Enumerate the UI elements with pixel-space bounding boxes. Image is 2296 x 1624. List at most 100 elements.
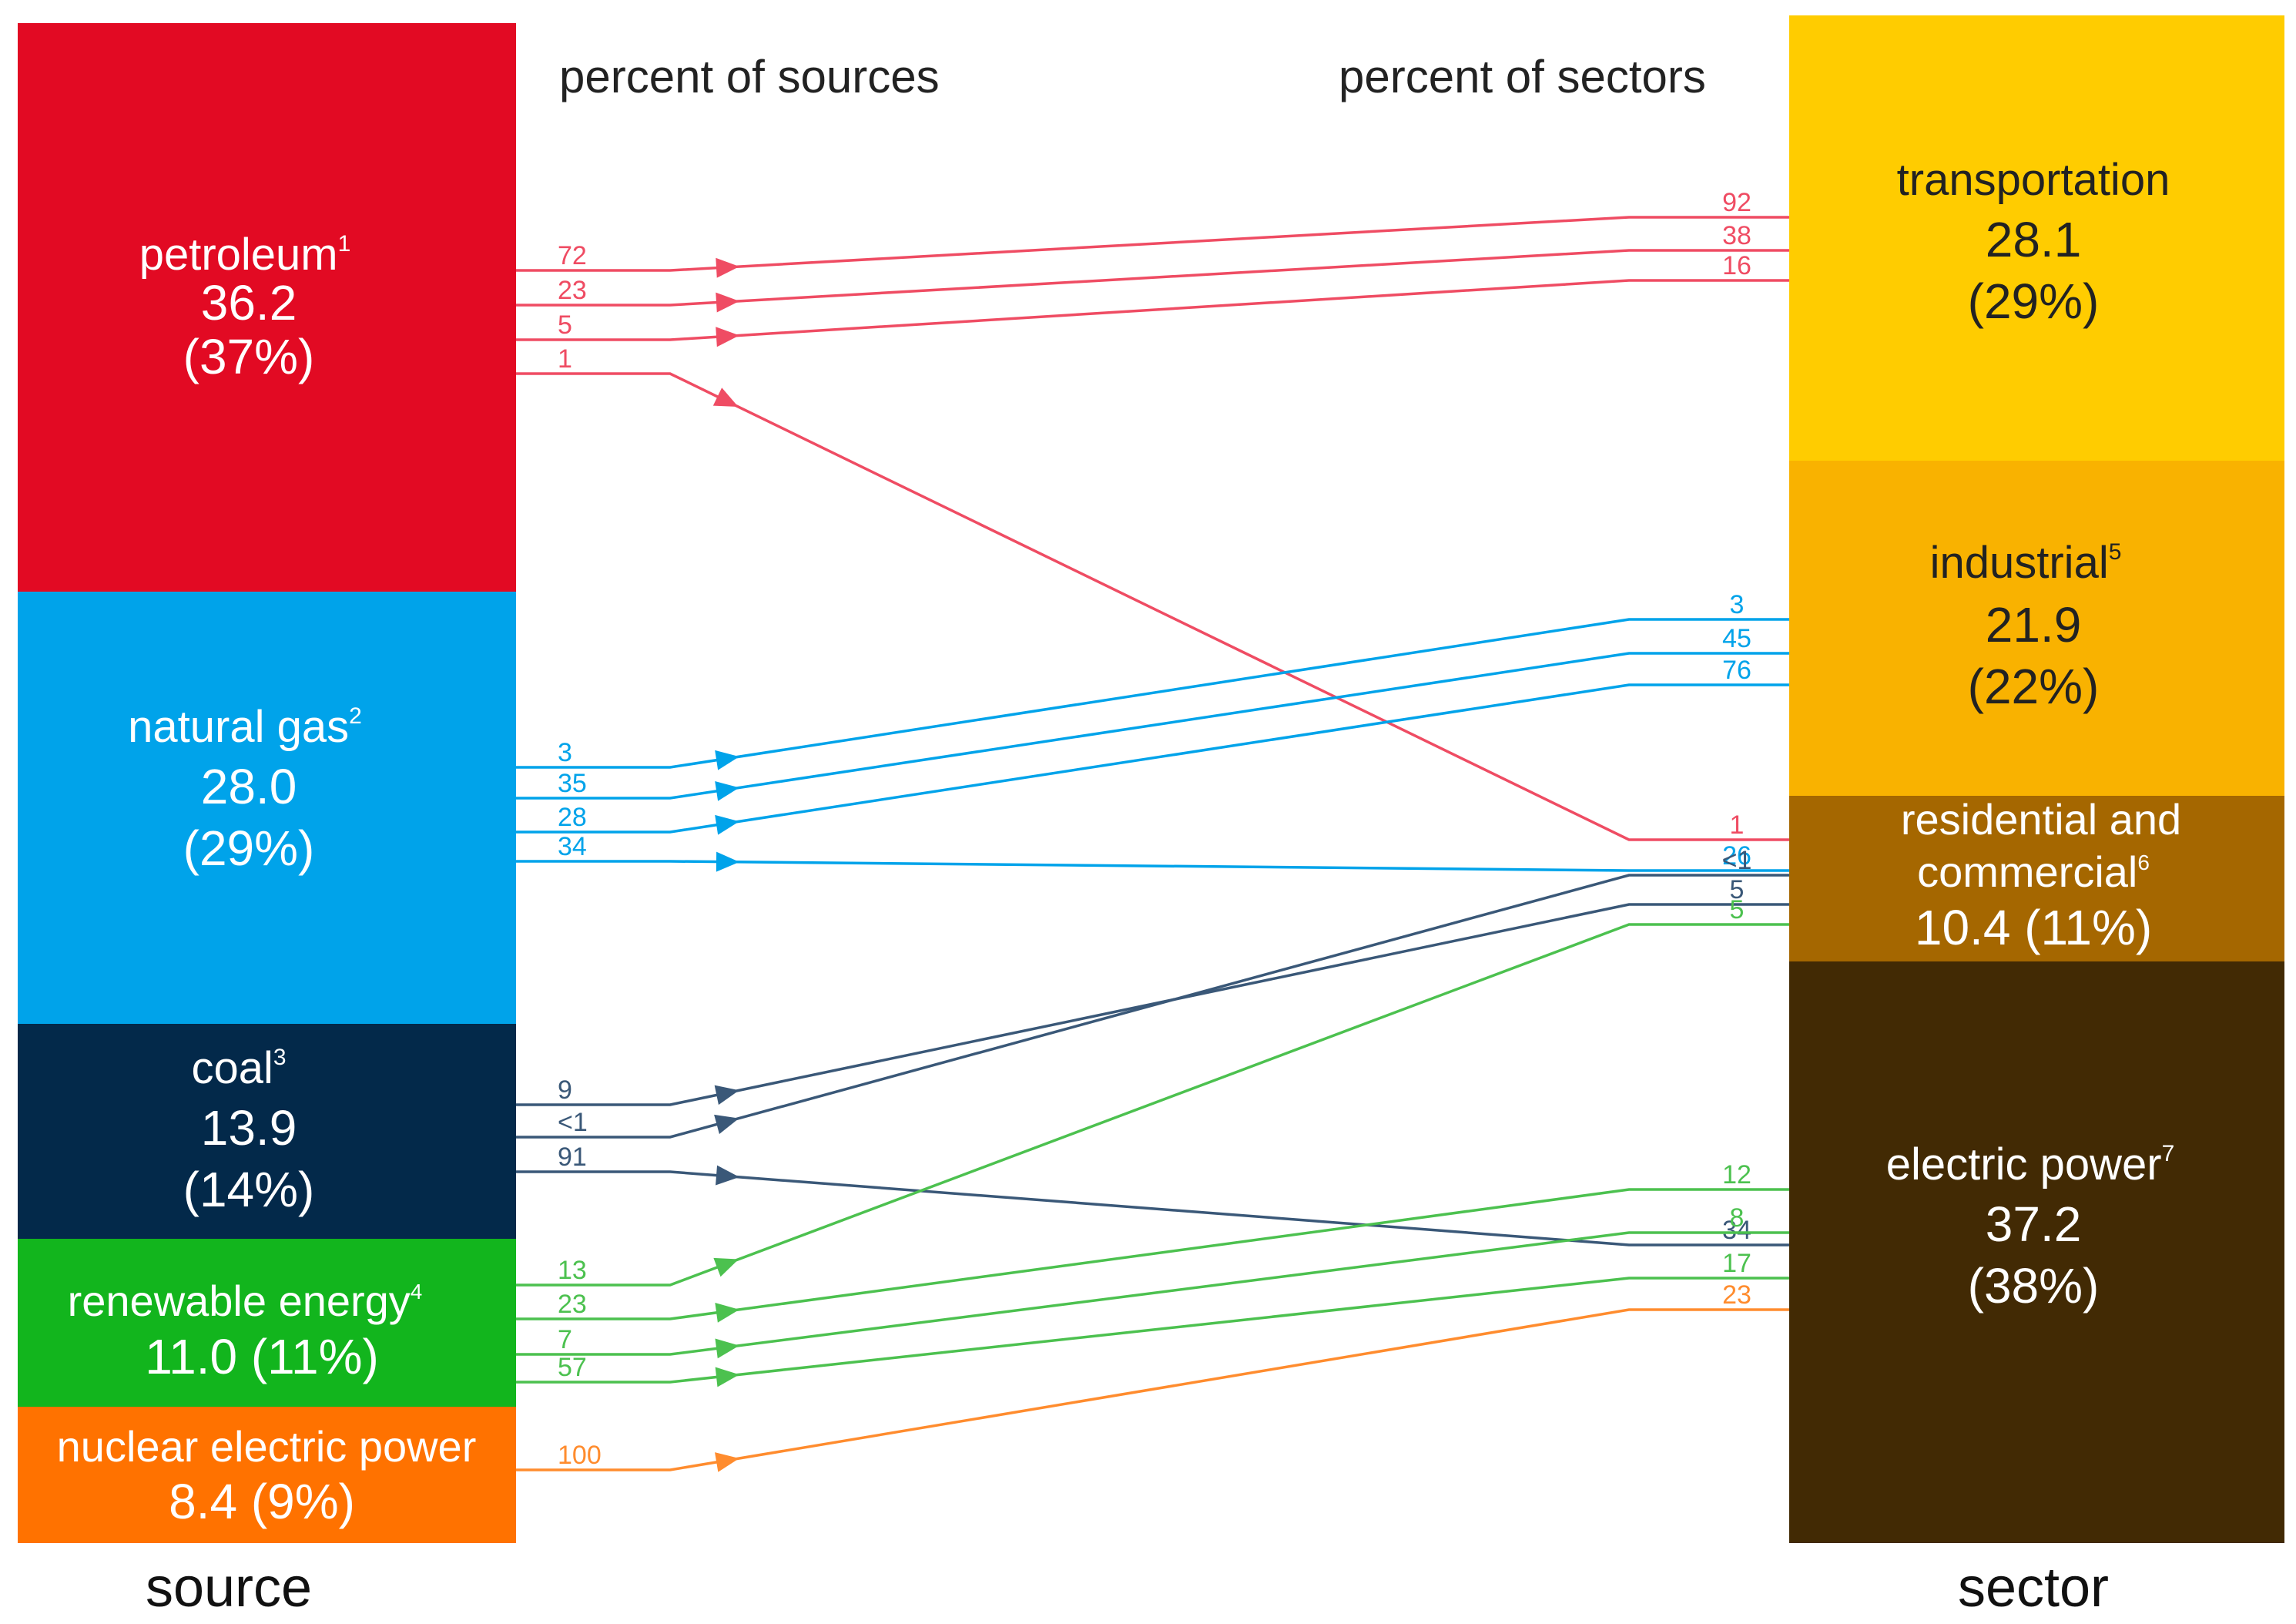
flow-src-pct-petroleum-to-transportation: 72 xyxy=(558,241,587,270)
sector-sup-industrial: 5 xyxy=(2109,539,2122,565)
flow-src-pct-natural-gas-to-electric: 34 xyxy=(558,832,587,861)
source-name-coal: coal xyxy=(191,1043,273,1093)
flow-dst-pct-petroleum-to-transportation: 92 xyxy=(1722,188,1751,217)
source-name-natural-gas: natural gas xyxy=(128,702,349,752)
sector-name-industrial: industrial xyxy=(1930,538,2109,588)
flow-line-petroleum-to-transportation xyxy=(516,216,1789,272)
flow-arrow-renewable-to-transportation xyxy=(713,1257,739,1277)
flow-src-pct-natural-gas-to-residential: 28 xyxy=(558,803,587,832)
flow-arrow-renewable-to-residential xyxy=(715,1338,739,1359)
flow-src-pct-natural-gas-to-transportation: 3 xyxy=(558,738,572,767)
flow-dst-pct-natural-gas-to-industrial: 45 xyxy=(1722,624,1751,653)
source-box-coal xyxy=(18,1024,516,1239)
flow-dst-pct-petroleum-to-electric: 1 xyxy=(1730,810,1745,840)
flow-line-nuclear-to-electric xyxy=(516,1308,1789,1471)
svg-text:natural gas2: natural gas2 xyxy=(128,702,362,752)
flow-arrow-petroleum-to-industrial xyxy=(716,292,739,313)
source-box-petroleum xyxy=(18,23,516,592)
source-value-nuclear: 8.4 (9%) xyxy=(169,1474,355,1529)
source-value-coal: 13.9 xyxy=(201,1100,297,1156)
flow-line-coal-to-residential xyxy=(516,874,1789,1139)
flow-dst-pct-petroleum-to-industrial: 38 xyxy=(1722,221,1751,250)
svg-text:petroleum1: petroleum1 xyxy=(139,230,351,280)
svg-text:coal3: coal3 xyxy=(191,1043,286,1093)
sector-box-residential xyxy=(1789,796,2284,961)
sector-pct-industrial: (22%) xyxy=(1968,659,2100,714)
source-value-renewable: 11.0 (11%) xyxy=(145,1329,379,1384)
flow-line-coal-to-industrial xyxy=(516,903,1789,1106)
flow-dst-pct-renewable-to-transportation: 5 xyxy=(1730,895,1745,924)
flow-arrow-petroleum-to-electric xyxy=(712,388,739,408)
flow-arrow-natural-gas-to-electric xyxy=(716,851,739,872)
flow-dst-pct-coal-to-residential: <1 xyxy=(1722,846,1752,875)
flow-src-pct-natural-gas-to-industrial: 35 xyxy=(558,769,587,798)
source-sup-renewable: 4 xyxy=(411,1280,423,1304)
flow-src-pct-coal-to-residential: <1 xyxy=(558,1108,588,1137)
sector-value-transportation: 28.1 xyxy=(1986,212,2082,267)
svg-text:industrial5: industrial5 xyxy=(1930,538,2122,588)
flow-dst-pct-natural-gas-to-transportation: 3 xyxy=(1730,590,1745,619)
sector-name2-residential: commercial xyxy=(1917,847,2137,896)
flow-dst-pct-renewable-to-residential: 8 xyxy=(1730,1203,1745,1233)
flow-src-pct-nuclear-to-electric: 100 xyxy=(558,1441,602,1470)
source-sup-petroleum: 1 xyxy=(338,231,351,257)
flow-line-natural-gas-to-residential xyxy=(516,683,1789,834)
source-box-renewable xyxy=(18,1239,516,1407)
flow-src-pct-renewable-to-electric: 57 xyxy=(558,1353,587,1382)
sector-pct-electric: (38%) xyxy=(1968,1258,2100,1314)
sector-value-industrial: 21.9 xyxy=(1986,597,2082,653)
sector-sup-electric: 7 xyxy=(2162,1141,2175,1166)
flow-arrow-petroleum-to-residential xyxy=(716,327,739,347)
flow-line-coal-to-electric xyxy=(516,1170,1789,1247)
source-sup-coal: 3 xyxy=(273,1045,287,1070)
flow-line-renewable-to-industrial xyxy=(516,1188,1789,1320)
flow-line-renewable-to-transportation xyxy=(516,923,1789,1287)
flow-arrow-coal-to-industrial xyxy=(714,1085,739,1106)
flow-line-petroleum-to-electric xyxy=(516,372,1789,841)
sector-box-electric xyxy=(1789,961,2284,1543)
footer-sector: sector xyxy=(1958,1557,2109,1619)
flow-line-petroleum-to-residential xyxy=(516,279,1789,341)
flow-arrow-natural-gas-to-industrial xyxy=(715,781,739,801)
sector-name-transportation: transportation xyxy=(1897,155,2170,205)
source-sup-natural-gas: 2 xyxy=(349,703,362,729)
svg-text:renewable energy4: renewable energy4 xyxy=(68,1277,423,1325)
source-value-petroleum: 36.2 xyxy=(201,275,297,331)
sector-name-residential: residential and xyxy=(1901,795,2181,844)
sector-value-residential: 10.4 (11%) xyxy=(1915,900,2152,955)
flow-dst-pct-natural-gas-to-electric: 26 xyxy=(1722,841,1751,871)
flow-dst-pct-coal-to-electric: 34 xyxy=(1722,1216,1751,1245)
sector-value-electric: 37.2 xyxy=(1986,1196,2082,1252)
flow-line-renewable-to-residential xyxy=(516,1231,1789,1356)
footer-source: source xyxy=(146,1557,312,1619)
source-name-nuclear: nuclear electric power xyxy=(57,1422,477,1471)
flow-line-natural-gas-to-industrial xyxy=(516,652,1789,800)
flow-arrow-nuclear-to-electric xyxy=(715,1452,739,1472)
source-box-natural-gas xyxy=(18,592,516,1024)
sector-box-transportation xyxy=(1789,15,2284,461)
flow-dst-pct-coal-to-industrial: 5 xyxy=(1730,875,1745,904)
header-percent-of-sources: percent of sources xyxy=(559,51,940,102)
flow-arrow-renewable-to-industrial xyxy=(715,1303,739,1323)
svg-text:electric power7: electric power7 xyxy=(1886,1139,2175,1189)
flow-dst-pct-renewable-to-industrial: 12 xyxy=(1722,1160,1751,1189)
source-name-renewable: renewable energy xyxy=(68,1277,411,1325)
flow-line-natural-gas-to-transportation xyxy=(516,618,1789,769)
flow-arrow-natural-gas-to-residential xyxy=(715,814,739,835)
flow-dst-pct-renewable-to-electric: 17 xyxy=(1722,1249,1751,1278)
flow-arrow-coal-to-electric xyxy=(716,1165,739,1186)
source-pct-coal: (14%) xyxy=(183,1162,315,1217)
flow-src-pct-renewable-to-residential: 7 xyxy=(558,1325,572,1354)
flow-arrow-renewable-to-electric xyxy=(715,1367,739,1387)
svg-text:commercial6: commercial6 xyxy=(1917,847,2150,896)
flow-dst-pct-petroleum-to-residential: 16 xyxy=(1722,251,1751,280)
source-pct-petroleum: (37%) xyxy=(183,329,315,384)
flow-line-petroleum-to-industrial xyxy=(516,249,1789,307)
flow-line-natural-gas-to-electric xyxy=(516,860,1789,872)
flow-dst-pct-natural-gas-to-residential: 76 xyxy=(1722,656,1751,685)
source-pct-natural-gas: (29%) xyxy=(183,820,315,876)
flow-src-pct-coal-to-industrial: 9 xyxy=(558,1075,572,1105)
flow-arrow-coal-to-residential xyxy=(714,1114,739,1135)
